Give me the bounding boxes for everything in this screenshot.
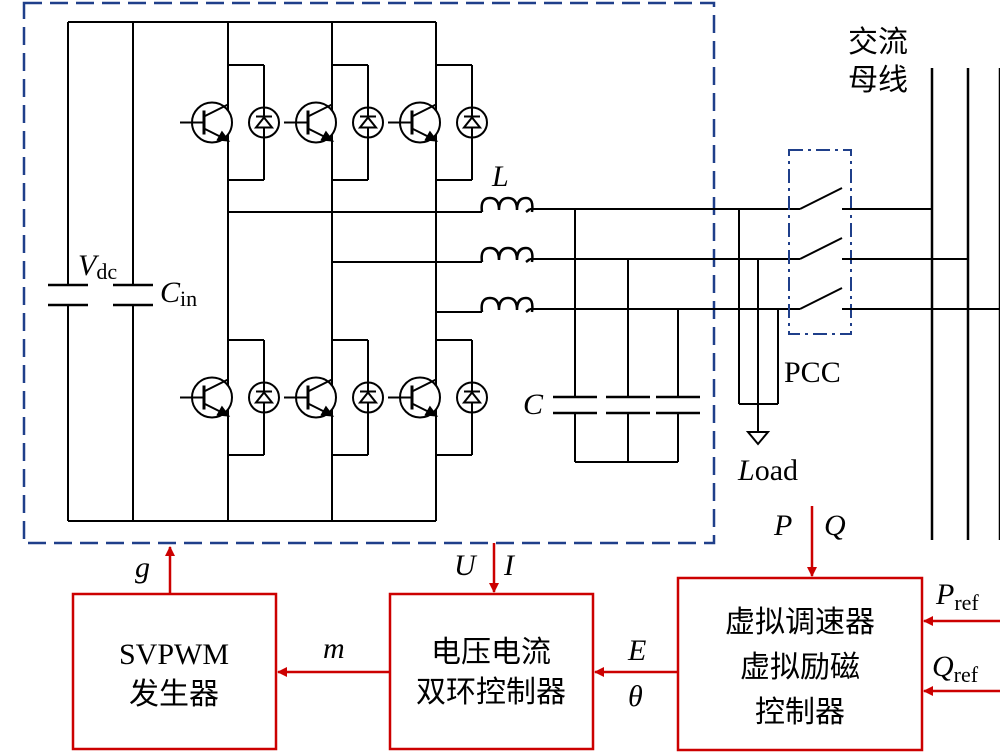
vsg-line1: 虚拟调速器 — [725, 605, 875, 640]
cin-label: Cin — [160, 276, 197, 311]
igbt-module-3 — [388, 64, 488, 181]
pcc-label: PCC — [784, 356, 841, 389]
vdc-capacitor-symbol — [48, 283, 88, 307]
u-label: U — [454, 549, 478, 582]
vsg-controller-block — [676, 576, 924, 752]
load-symbol — [738, 209, 779, 446]
dual-loop-line1: 电压电流 — [431, 635, 551, 670]
signal-arrows — [165, 506, 1000, 696]
dual-loop-line2: 双环控制器 — [416, 675, 566, 710]
i-label: I — [503, 549, 516, 582]
inductor-label: L — [491, 160, 509, 193]
vsg-line2: 虚拟励磁 — [740, 650, 860, 685]
dual-loop-block — [388, 592, 595, 751]
cin-capacitor-symbol — [113, 283, 153, 307]
qref-label: Qref — [932, 650, 979, 687]
igbt-module-5 — [284, 339, 384, 456]
igbt-module-1 — [180, 64, 280, 181]
m-label: m — [323, 632, 345, 665]
inductor-L — [480, 196, 534, 313]
svpwm-subtitle: 发生器 — [129, 677, 219, 712]
vsg-line3: 控制器 — [755, 695, 845, 730]
filter-capacitor-label: C — [523, 388, 544, 421]
svpwm-block — [71, 592, 278, 751]
igbt-switch-array — [180, 64, 488, 456]
bus-label-line2: 母线 — [848, 63, 908, 98]
svpwm-title: SVPWM — [119, 638, 229, 671]
pcc-dashed-box — [788, 149, 852, 335]
pref-label: Pref — [935, 578, 979, 615]
load-label: Load — [737, 454, 798, 487]
e-label: E — [627, 634, 646, 667]
ac-bus-bars — [930, 68, 1000, 540]
igbt-module-2 — [284, 64, 384, 181]
igbt-module-6 — [388, 339, 488, 456]
bus-label-line1: 交流 — [848, 25, 908, 60]
filter-capacitor-plates — [553, 395, 700, 415]
filter-capacitors — [574, 209, 679, 463]
pcc-breakers — [795, 187, 1000, 310]
vdc-label: Vdc — [78, 249, 117, 284]
g-label: g — [135, 551, 150, 584]
p-label: P — [773, 509, 792, 542]
theta-label: θ — [628, 680, 643, 713]
inverter-legs — [227, 22, 437, 521]
igbt-module-4 — [180, 339, 280, 456]
q-label: Q — [824, 509, 846, 542]
dc-bus — [67, 21, 436, 522]
ac-output-lines — [228, 208, 795, 313]
inverter-dashed-box — [22, 1, 716, 545]
